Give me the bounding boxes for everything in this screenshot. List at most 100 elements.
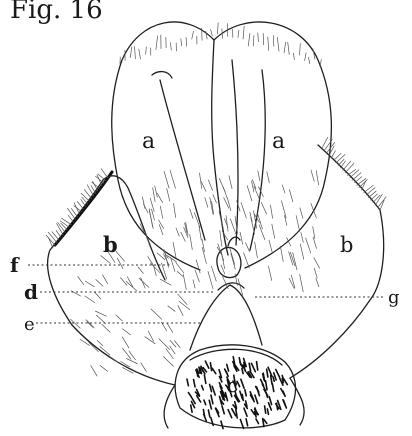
left-inner-vein-2 [152,72,172,78]
hair-stroke [164,357,174,367]
hair-stroke [201,182,206,192]
hair-stroke [157,193,162,202]
shell-mark [197,396,201,402]
shell-mark [268,367,272,376]
shell-mark [212,368,216,373]
shell-mark [251,410,254,415]
hair-stroke [200,173,202,188]
hair-stroke [258,171,260,181]
central-cone [190,285,262,350]
shell-mark [210,384,212,391]
shell-mark [191,405,192,412]
shell-mark [271,376,272,384]
shell-mark [265,406,266,413]
hair-stroke [230,247,235,264]
hair-stroke [306,238,311,253]
shell-mark [228,410,232,418]
letter-labels: a a b b c d e f g [10,129,400,397]
hair-stroke [224,218,228,227]
hair-stroke [56,231,61,238]
label-a-left: a [142,129,155,154]
hair-stroke [272,224,275,238]
hair-stroke [311,170,314,181]
hair-stroke [170,170,175,188]
hair-stroke [164,171,169,188]
left-upper-lobe-outline [112,22,214,270]
hair-stroke [231,253,235,269]
shell-mark [242,369,243,374]
hair-stroke [192,31,194,39]
hair-stroke [183,274,186,289]
shell-mark [267,409,268,415]
hair-stroke [96,280,103,287]
hair-stroke [117,258,123,269]
hair-stroke [213,195,217,203]
hair-stroke [146,47,147,54]
center-division [212,40,228,255]
hair-stroke [205,198,208,208]
shell-mark [203,410,204,416]
hair-stroke [91,366,97,376]
label-b-right: b [340,233,353,257]
hair-stroke [48,232,57,243]
hair-stroke [155,186,158,197]
hair-stroke [85,281,94,287]
label-c: c [227,373,238,397]
shell-mark [267,369,268,377]
hair-stroke [254,186,260,199]
label-a-right: a [272,129,285,154]
hair-stroke [71,208,77,216]
hair-stroke [269,240,272,252]
hair-stroke [211,30,213,36]
shell-mark [244,408,247,416]
shell-mark [273,377,274,381]
hair-stroke [229,176,232,189]
hair-stroke [167,188,170,201]
hair-stroke [196,260,200,273]
hair-stroke [258,33,259,42]
hair-stroke [61,218,71,224]
shell-mark [194,380,195,387]
hair-stroke [300,208,303,218]
hair-stroke [243,26,244,39]
hair-texture [46,23,386,376]
hair-stroke [280,246,283,261]
figure-title: Fig. 16 [10,0,103,25]
hair-stroke [277,37,279,51]
hair-stroke [246,243,250,252]
hair-stroke [167,323,173,333]
hair-stroke [316,278,319,287]
hair-stroke [177,271,183,276]
hair-stroke [178,305,183,315]
hair-stroke [222,29,223,39]
hair-stroke [150,198,154,211]
hair-stroke [241,202,246,218]
hair-stroke [129,351,136,360]
knob-tip [228,237,240,246]
hair-stroke [366,188,375,196]
hair-stroke [248,33,250,46]
hair-stroke [96,315,105,323]
hair-stroke [109,356,118,363]
hair-stroke [299,43,300,55]
hair-stroke [130,47,132,58]
hair-stroke [138,267,143,273]
hair-stroke [61,223,68,230]
hair-stroke [311,203,317,218]
hair-stroke [308,57,309,63]
shell-mark [284,379,288,385]
shell-mark [209,400,211,409]
hair-stroke [153,188,155,202]
hair-stroke [122,337,129,348]
hair-stroke [67,208,75,219]
shell-mark [227,364,229,371]
shell-mark [205,361,208,368]
shell-mark [283,400,285,406]
hair-stroke [176,228,179,236]
hair-stroke [86,320,94,328]
hair-stroke [145,337,155,344]
hair-stroke [100,365,108,371]
hair-stroke [127,277,133,287]
hair-stroke [170,346,175,354]
hair-stroke [95,292,101,299]
